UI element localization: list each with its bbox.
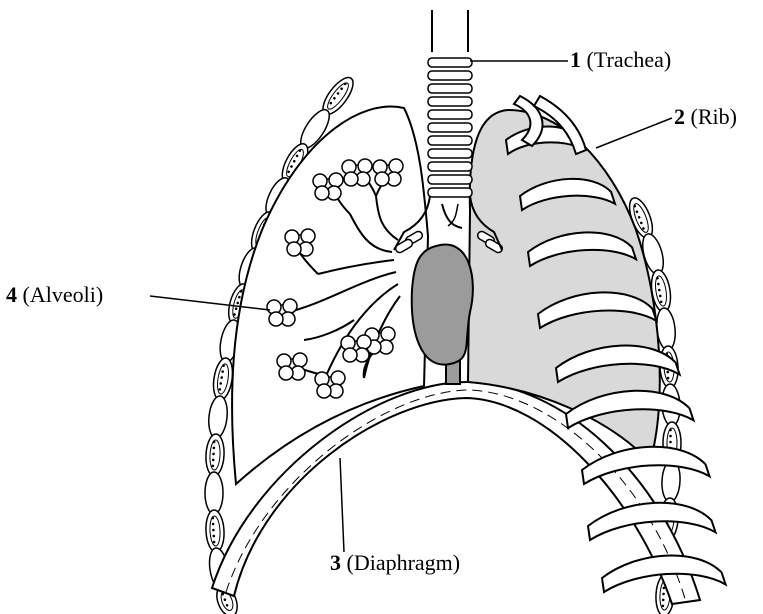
diaphragm-leader bbox=[340, 458, 344, 552]
label-trachea: 1 (Trachea) bbox=[570, 49, 671, 71]
label-alveoli: 4 (Alveoli) bbox=[6, 284, 103, 306]
label-diaphragm: 3 (Diaphragm) bbox=[330, 552, 460, 574]
rib-leader bbox=[596, 118, 672, 148]
label-rib: 2 (Rib) bbox=[674, 106, 737, 128]
